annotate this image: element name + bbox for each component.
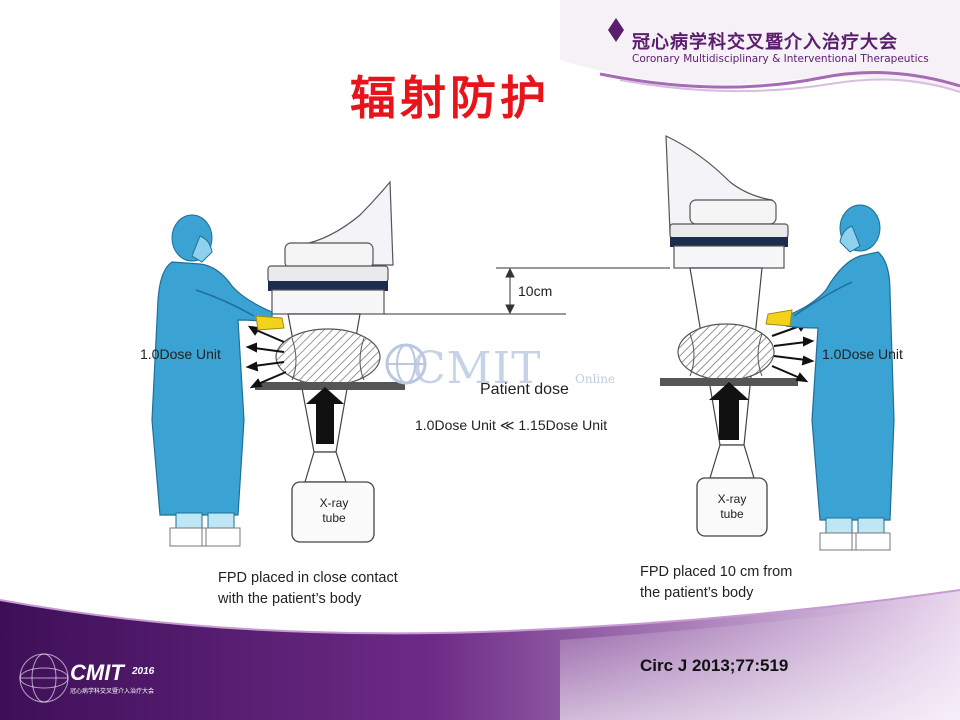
left-tube-label-line1: X-ray [319,496,349,510]
cmit-logo-year: 2016 [132,666,155,677]
left-patient-body [275,328,381,386]
patient-dose-title: Patient dose [480,381,569,398]
right-tube-label-line2: tube [720,507,744,521]
left-flat-panel-detector [271,289,385,315]
right-scene [660,135,895,551]
left-tube-label: X-ray tube [294,496,374,526]
left-caption: FPD placed in close contact with the pat… [218,568,398,610]
conference-name-en: Coronary Multidisciplinary & Interventio… [632,53,929,65]
left-scene [151,180,405,547]
right-xray-tube [696,477,768,537]
distance-label: 10cm [518,283,553,299]
header-band [560,0,960,93]
left-staff [151,214,285,547]
right-staff [765,204,895,551]
right-tube-label-line1: X-ray [717,492,747,506]
left-caption-line1: FPD placed in close contact [218,570,398,586]
left-scatter-dose-label: 1.0Dose Unit [140,346,221,362]
right-xray-arrow [709,382,749,440]
right-tube-label: X-ray tube [697,492,767,522]
watermark-sub-text: Online [575,372,616,386]
right-caption: FPD placed 10 cm from the patient’s body [640,562,792,604]
left-scatter-arrows [245,325,287,389]
left-xray-tube [291,481,375,543]
watermark-globe-icon [385,343,427,385]
right-flat-panel-detector [673,245,785,269]
slide-title: 辐射防护 [350,71,550,125]
watermark-text: CMIT [412,343,542,394]
left-caption-line2: with the patient’s body [218,591,362,607]
distance-marker [384,267,670,315]
citation: Circ J 2013;77:519 [640,656,789,675]
conference-name-cn: 冠心病学科交叉暨介入治疗大会 [632,32,898,53]
right-caption-line1: FPD placed 10 cm from [640,564,793,580]
left-detector-top [284,242,374,269]
right-patient-body [677,323,775,381]
right-scatter-arrows [771,321,815,383]
right-detector-top [689,199,777,225]
cmit-logo-subtitle: 冠心病学科交叉暨介入治疗大会 [70,688,155,695]
cmit-logo-globe-icon [19,653,69,703]
left-xray-arrow [306,387,344,444]
right-caption-line2: the patient’s body [640,585,754,601]
footer-band [0,589,960,720]
left-patient-table [255,382,405,390]
cmit-logo: CMIT [70,660,124,685]
radiation-diagram [151,135,895,551]
dose-comparison: 1.0Dose Unit ≪ 1.15Dose Unit [415,417,608,433]
right-scatter-dose-label: 1.0Dose Unit [822,346,903,362]
left-tube-label-line2: tube [322,511,346,525]
